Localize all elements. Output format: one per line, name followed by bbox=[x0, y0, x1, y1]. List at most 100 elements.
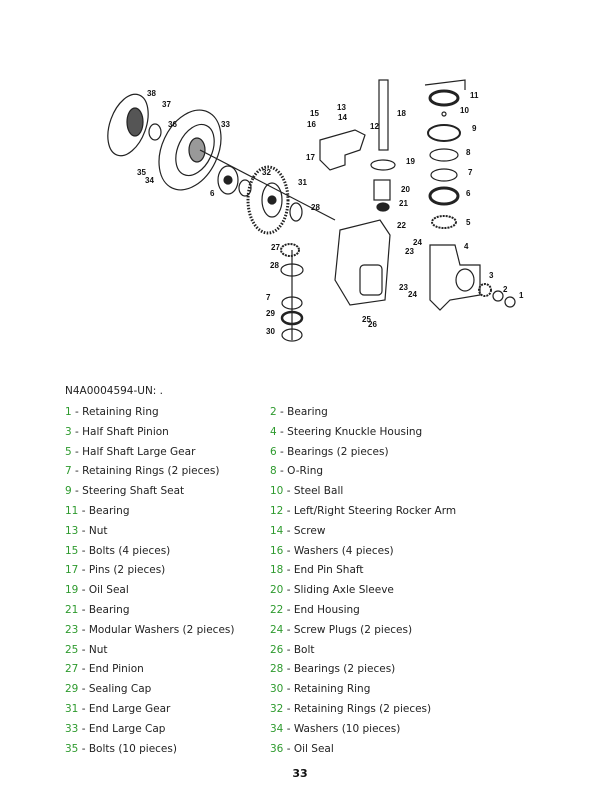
part-name: Left/Right Steering Rocker Arm bbox=[293, 504, 457, 517]
callout-label: 29 bbox=[266, 309, 275, 318]
parts-list-item: 5 - Half Shaft Large Gear bbox=[65, 445, 270, 465]
parts-list-item: 31 - End Large Gear bbox=[65, 702, 270, 722]
separator: - bbox=[78, 584, 89, 597]
callout-label: 31 bbox=[298, 178, 307, 187]
part-number: 13 bbox=[65, 524, 79, 537]
separator: - bbox=[71, 465, 83, 478]
separator: - bbox=[283, 722, 294, 735]
part-number: 27 bbox=[65, 663, 79, 676]
part-name: End Pinion bbox=[88, 663, 144, 676]
part-name: Modular Washers (2 pieces) bbox=[88, 623, 235, 636]
separator: - bbox=[78, 564, 89, 577]
part-name: Retaining Ring bbox=[82, 406, 159, 418]
parts-list-item: 17 - Pins (2 pieces) bbox=[65, 563, 270, 583]
part-name: Steering Knuckle Housing bbox=[287, 425, 423, 438]
callout-label: 19 bbox=[406, 157, 415, 166]
part-name: Bearing bbox=[88, 603, 130, 616]
part-name: Bolts (10 pieces) bbox=[88, 742, 177, 755]
separator: - bbox=[78, 544, 89, 557]
parts-list-item: 1 - Retaining Ring bbox=[65, 405, 270, 425]
parts-list-item: 26 - Bolt bbox=[270, 643, 545, 663]
part-number: 23 bbox=[65, 623, 79, 636]
parts-list-item: 19 - Oil Seal bbox=[65, 583, 270, 603]
part-number: 22 bbox=[270, 603, 284, 616]
parts-list-item: 35 - Bolts (10 pieces) bbox=[65, 742, 270, 762]
callout-label: 22 bbox=[397, 221, 406, 230]
parts-list-item: 14 - Screw bbox=[270, 524, 545, 544]
part-number: 5 bbox=[65, 445, 72, 458]
separator: - bbox=[78, 702, 89, 715]
callout-label: 23 bbox=[405, 247, 414, 256]
parts-list-item: 9 - Steering Shaft Seat bbox=[65, 484, 270, 504]
separator: - bbox=[78, 623, 89, 636]
callout-label: 14 bbox=[338, 113, 347, 122]
callout-label: 3 bbox=[489, 271, 494, 280]
callout-label: 28 bbox=[311, 203, 320, 212]
part-number: 11 bbox=[65, 504, 79, 517]
separator: - bbox=[276, 465, 288, 478]
separator: - bbox=[276, 425, 288, 438]
callout-label: 26 bbox=[368, 320, 377, 329]
part-name: End Large Gear bbox=[88, 702, 171, 715]
separator: - bbox=[283, 504, 294, 517]
part-number: 6 bbox=[270, 445, 277, 458]
part-number: 35 bbox=[65, 742, 79, 755]
parts-list-item: 34 - Washers (10 pieces) bbox=[270, 722, 545, 742]
callout-label: 7 bbox=[468, 168, 473, 177]
part-name: Oil Seal bbox=[293, 742, 334, 755]
callout-label: 33 bbox=[221, 120, 230, 129]
parts-list-item: 13 - Nut bbox=[65, 524, 270, 544]
callout-label: 5 bbox=[466, 218, 471, 227]
part-name: Half Shaft Pinion bbox=[82, 425, 169, 438]
parts-list-item: 33 - End Large Cap bbox=[65, 722, 270, 742]
separator: - bbox=[78, 504, 89, 517]
callout-label: 15 bbox=[310, 109, 319, 118]
callout-label: 6 bbox=[466, 189, 471, 198]
callout-label: 35 bbox=[137, 168, 146, 177]
part-number: 3 bbox=[65, 425, 72, 438]
parts-list-item: 8 - O-Ring bbox=[270, 464, 545, 484]
part-number: 20 bbox=[270, 584, 284, 597]
parts-list-item: 27 - End Pinion bbox=[65, 662, 270, 682]
part-name: Bearing bbox=[88, 504, 130, 517]
part-name: Bolt bbox=[293, 643, 315, 656]
callout-label: 23 bbox=[399, 283, 408, 292]
part-number: 24 bbox=[270, 623, 284, 636]
separator: - bbox=[283, 683, 294, 696]
parts-list-item: 11 - Bearing bbox=[65, 504, 270, 524]
callout-label: 7 bbox=[266, 293, 271, 302]
parts-list-item: 3 - Half Shaft Pinion bbox=[65, 425, 270, 445]
parts-list-item: 20 - Sliding Axle Sleeve bbox=[270, 583, 545, 603]
separator: - bbox=[71, 425, 83, 438]
part-number: 4 bbox=[270, 425, 277, 438]
separator: - bbox=[78, 683, 89, 696]
callout-label: 11 bbox=[470, 91, 479, 100]
part-number: 15 bbox=[65, 544, 79, 557]
separator: - bbox=[283, 663, 294, 676]
callout-label: 27 bbox=[271, 243, 280, 252]
part-name: Nut bbox=[88, 524, 108, 537]
separator: - bbox=[71, 485, 83, 498]
callout-label: 30 bbox=[266, 327, 275, 336]
part-name: Washers (10 pieces) bbox=[293, 722, 401, 735]
separator: - bbox=[283, 603, 294, 616]
callout-label: 24 bbox=[413, 238, 422, 247]
separator: - bbox=[276, 445, 288, 458]
parts-list-item: 36 - Oil Seal bbox=[270, 742, 545, 762]
callout-label: 34 bbox=[145, 176, 154, 185]
parts-list-item: 22 - End Housing bbox=[270, 603, 545, 623]
callout-label: 38 bbox=[147, 89, 156, 98]
separator: - bbox=[283, 623, 294, 636]
part-number: 8 bbox=[270, 465, 277, 478]
callout-label: 9 bbox=[472, 124, 477, 133]
part-name: Bearings (2 pieces) bbox=[293, 663, 396, 676]
separator: - bbox=[283, 742, 294, 755]
parts-list-item: 2 - Bearing bbox=[270, 405, 545, 425]
parts-list-item: 32 - Retaining Rings (2 pieces) bbox=[270, 702, 545, 722]
parts-list-item: 21 - Bearing bbox=[65, 603, 270, 623]
parts-list-item: 15 - Bolts (4 pieces) bbox=[65, 544, 270, 564]
separator: - bbox=[71, 406, 83, 418]
part-number: 33 bbox=[65, 722, 79, 735]
callout-label: 13 bbox=[337, 103, 346, 112]
